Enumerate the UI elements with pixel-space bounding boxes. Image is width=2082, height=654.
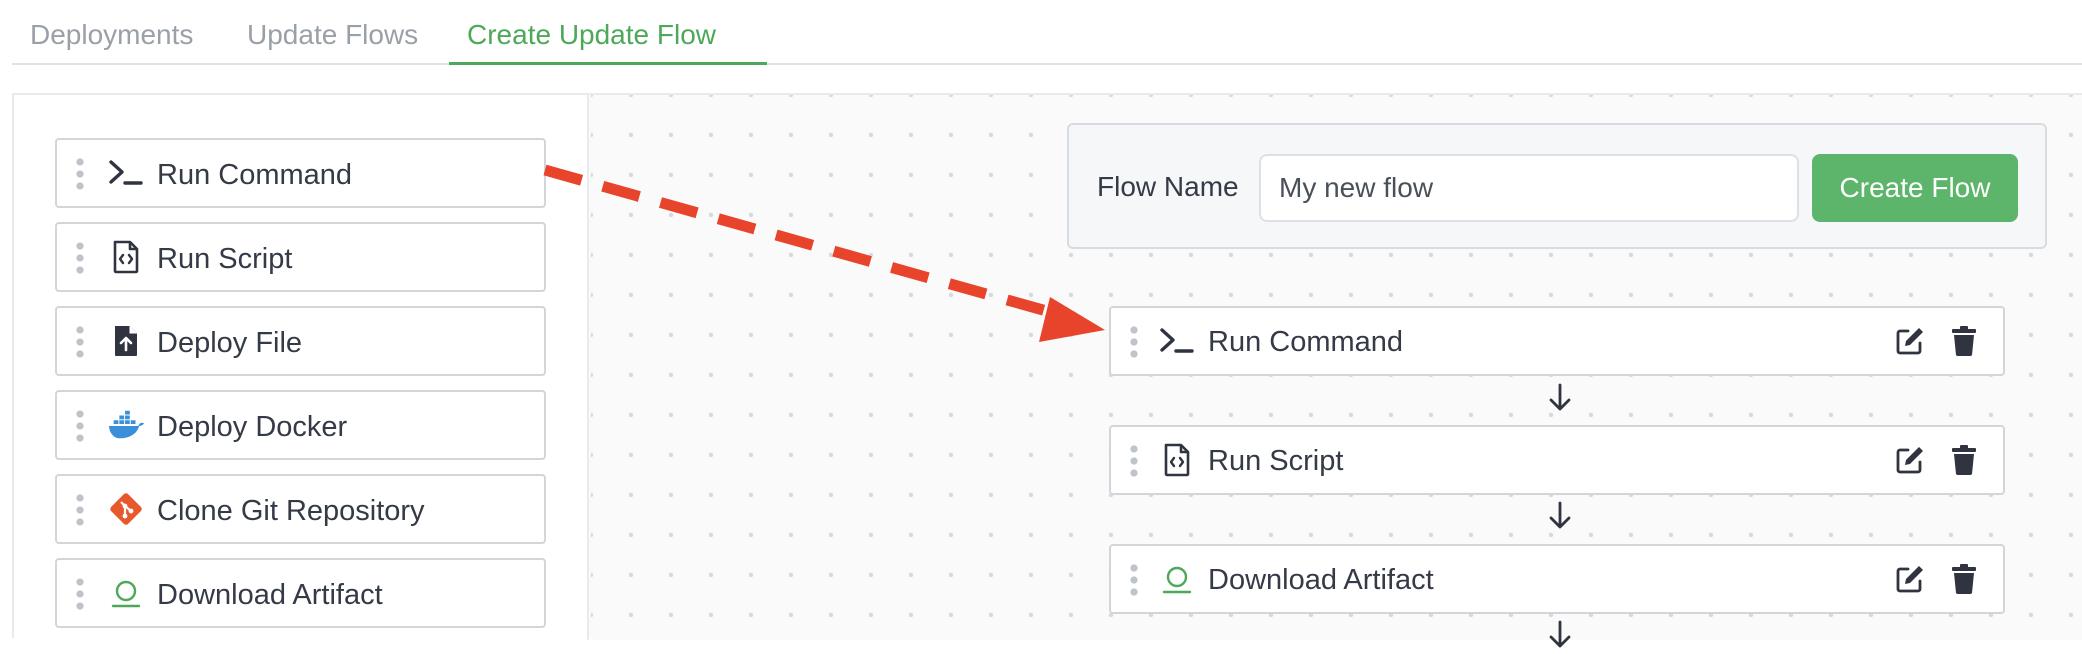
palette-item-run-script[interactable]: Run Script xyxy=(55,222,546,292)
drag-handle-icon[interactable] xyxy=(71,576,89,612)
flow-name-label: Flow Name xyxy=(1097,171,1239,202)
drag-handle-icon[interactable] xyxy=(1125,443,1143,479)
flow-step-label: Download Artifact xyxy=(1208,564,1434,596)
flow-step-download-artifact[interactable]: Download Artifact xyxy=(1109,544,2005,614)
step-palette: Run Command Run Script Deploy File Deplo… xyxy=(14,95,589,640)
palette-item-clone-git-repository[interactable]: Clone Git Repository xyxy=(55,474,546,544)
trash-icon[interactable] xyxy=(1945,322,1983,360)
palette-item-label: Deploy Docker xyxy=(157,411,348,443)
flow-step-label: Run Command xyxy=(1208,326,1404,358)
palette-item-label: Download Artifact xyxy=(157,579,383,611)
terminal-icon xyxy=(107,154,145,192)
git-icon xyxy=(107,490,145,528)
tab-deployments[interactable]: Deployments xyxy=(30,19,194,50)
tab-create-update-flow[interactable]: Create Update Flow xyxy=(449,0,767,65)
trash-icon[interactable] xyxy=(1945,560,1983,598)
terminal-icon xyxy=(1158,322,1196,360)
docker-icon xyxy=(107,406,145,444)
drag-handle-icon[interactable] xyxy=(71,408,89,444)
arrow-down-icon xyxy=(1549,383,1571,411)
drag-handle-icon[interactable] xyxy=(71,156,89,192)
palette-item-label: Deploy File xyxy=(157,327,303,359)
palette-item-deploy-docker[interactable]: Deploy Docker xyxy=(55,390,546,460)
edit-icon[interactable] xyxy=(1891,441,1929,479)
palette-item-deploy-file[interactable]: Deploy File xyxy=(55,306,546,376)
palette-item-label: Run Command xyxy=(157,159,353,191)
edit-icon[interactable] xyxy=(1891,560,1929,598)
flow-name-input[interactable] xyxy=(1259,154,1799,222)
arrow-down-icon xyxy=(1549,620,1571,648)
file-code-icon xyxy=(107,238,145,276)
drag-handle-icon[interactable] xyxy=(1125,562,1143,598)
palette-item-download-artifact[interactable]: Download Artifact xyxy=(55,558,546,628)
artifact-icon xyxy=(107,574,145,612)
drag-handle-icon[interactable] xyxy=(71,240,89,276)
palette-item-label: Clone Git Repository xyxy=(157,495,425,527)
palette-item-run-command[interactable]: Run Command xyxy=(55,138,546,208)
drag-handle-icon[interactable] xyxy=(71,324,89,360)
flow-step-run-command[interactable]: Run Command xyxy=(1109,306,2005,376)
flow-step-run-script[interactable]: Run Script xyxy=(1109,425,2005,495)
flow-name-form: Flow Name Create Flow xyxy=(1067,123,2047,249)
palette-item-label: Run Script xyxy=(157,243,293,275)
edit-icon[interactable] xyxy=(1891,322,1929,360)
file-upload-icon xyxy=(107,322,145,360)
arrow-down-icon xyxy=(1549,501,1571,529)
create-flow-button[interactable]: Create Flow xyxy=(1812,154,2018,222)
tab-update-flows[interactable]: Update Flows xyxy=(247,19,419,50)
drag-handle-icon[interactable] xyxy=(71,492,89,528)
trash-icon[interactable] xyxy=(1945,441,1983,479)
flow-step-label: Run Script xyxy=(1208,445,1344,477)
file-code-icon xyxy=(1158,441,1196,479)
tab-bar: Deployments Update Flows Create Update F… xyxy=(12,0,2082,65)
drag-handle-icon[interactable] xyxy=(1125,324,1143,360)
artifact-icon xyxy=(1158,560,1196,598)
